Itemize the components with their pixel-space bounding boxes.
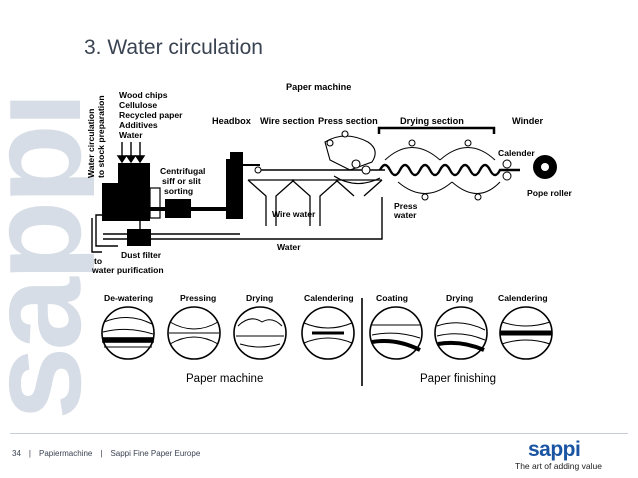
drying-section-bracket — [377, 126, 496, 134]
centrifugal-sorter — [165, 199, 191, 218]
circle-pressing — [167, 306, 221, 360]
dryer-felts — [384, 139, 501, 201]
footer-page-number: 34 — [12, 449, 21, 458]
input-recycled-paper: Recycled paper — [119, 110, 183, 120]
circle-coating — [369, 306, 423, 360]
dust-filter — [127, 229, 151, 246]
input-additives: Additives — [119, 120, 158, 130]
circle-calendering-finishing — [499, 306, 553, 360]
centrifugal-line3: sorting — [164, 186, 193, 196]
label-headbox: Headbox — [212, 116, 252, 126]
paper-machine-header: Paper machine — [286, 82, 351, 92]
label-wire-section: Wire section — [260, 116, 315, 126]
footer-separator: | — [28, 449, 31, 458]
circle-calendering — [301, 306, 355, 360]
circle-dewatering — [101, 306, 155, 360]
label-winder: Winder — [512, 116, 543, 126]
input-arrows — [116, 142, 146, 164]
stage-calendering-finishing: Calendering — [498, 293, 548, 303]
calender-roll-bottom — [502, 171, 512, 181]
dust-filter-label: Dust filter — [121, 250, 162, 260]
footer: 34 | Papiermachine | Sappi Fine Paper Europe — [12, 449, 200, 458]
side-label-line2: to stock preparation — [96, 95, 106, 178]
footer-separator: | — [100, 449, 103, 458]
press-water-line2: water — [393, 210, 417, 220]
wire-water-label: Wire water — [272, 209, 316, 219]
group-paper-finishing: Paper finishing — [420, 373, 496, 385]
circle-drying — [233, 306, 287, 360]
footer-divider — [10, 433, 628, 434]
circle-drying-finishing — [434, 306, 488, 360]
centrifugal-line1: Centrifugal — [160, 166, 205, 176]
pope-roller-label: Pope roller — [527, 188, 573, 198]
water-label: Water — [277, 242, 301, 252]
centrifugal-line2: siff or slit — [162, 176, 201, 186]
label-press-section: Press section — [318, 116, 378, 126]
water-circulation-diagram: Paper machine Water circulation to stock… — [86, 82, 573, 386]
side-label-line1: Water circulation — [86, 109, 96, 178]
sappi-logo: sappi — [528, 438, 581, 461]
press-felts — [324, 130, 381, 185]
footer-section: Papiermachine — [38, 449, 93, 458]
stock-tank-right — [118, 163, 150, 221]
stage-drying: Drying — [246, 293, 273, 303]
input-cellulose: Cellulose — [119, 100, 157, 110]
stage-dewatering: De-watering — [104, 293, 153, 303]
calender-roll-top — [502, 159, 512, 169]
footer-company: Sappi Fine Paper Europe — [110, 449, 201, 458]
input-wood-chips: Wood chips — [119, 90, 168, 100]
stage-circles — [101, 306, 553, 360]
paper-web — [378, 163, 520, 177]
stage-pressing: Pressing — [180, 293, 216, 303]
press-water-line1: Press — [394, 201, 418, 211]
funnels — [247, 179, 383, 226]
input-water: Water — [119, 130, 143, 140]
group-paper-machine: Paper machine — [186, 373, 263, 385]
slide-title: 3. Water circulation — [84, 36, 263, 59]
small-tank — [149, 187, 161, 219]
calender-label: Calender — [498, 148, 535, 158]
water-purification-line2: water purification — [91, 265, 164, 275]
headbox — [226, 159, 243, 219]
stage-drying-finishing: Drying — [446, 293, 473, 303]
stage-calendering: Calendering — [304, 293, 354, 303]
label-drying-section: Drying section — [400, 116, 464, 126]
water-purification-line1: to — [94, 256, 102, 266]
tagline: The art of adding value — [515, 461, 602, 471]
stage-coating: Coating — [376, 293, 408, 303]
